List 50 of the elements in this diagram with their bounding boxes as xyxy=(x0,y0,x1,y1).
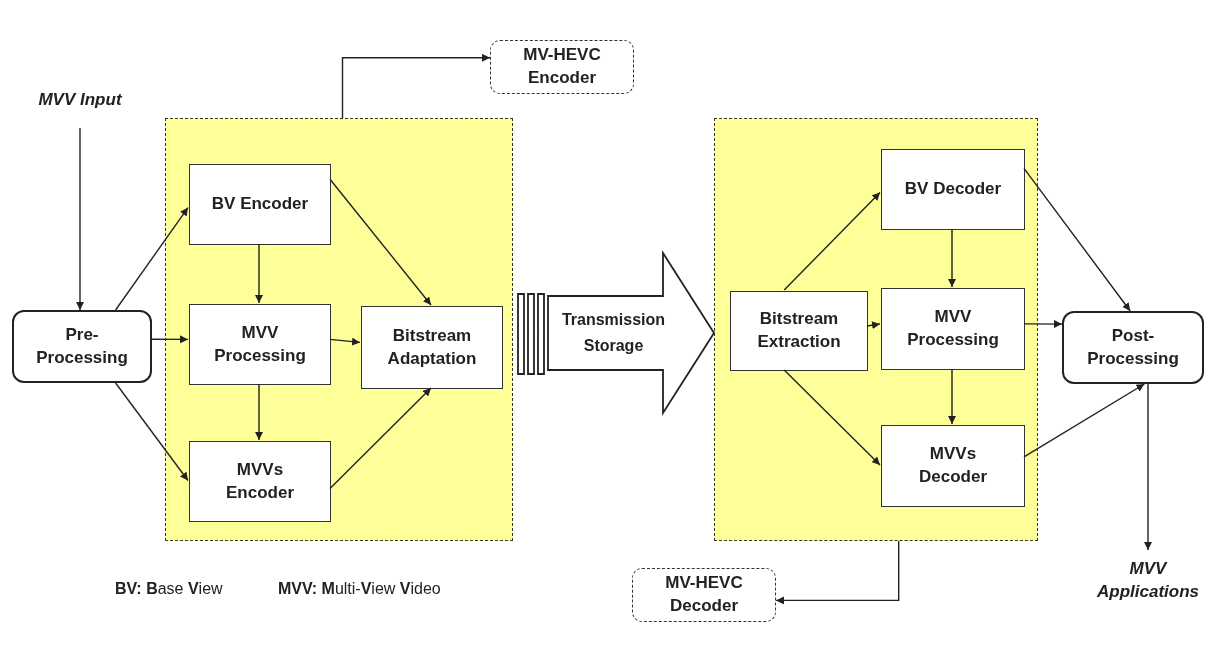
input-label: MVV Input xyxy=(38,72,122,128)
arrow xyxy=(114,382,189,482)
process-box xyxy=(881,149,1025,230)
arrow xyxy=(329,337,361,346)
arrow xyxy=(1023,320,1063,329)
output-label: MVV Applications xyxy=(1086,550,1210,612)
box-label: MVV Processing xyxy=(213,321,307,367)
box-label: BV Encoder xyxy=(210,193,310,216)
rounded-process-box xyxy=(12,310,152,383)
arrow xyxy=(151,335,189,344)
process-box xyxy=(881,288,1025,370)
arrow xyxy=(948,228,956,288)
box-label: MV-HEVC Encoder xyxy=(522,44,602,89)
box-label: MV-HEVC Decoder xyxy=(664,572,744,617)
arrow xyxy=(783,369,881,466)
abbreviation-note: MVV: Multi-View Video xyxy=(278,580,441,598)
box-label: Bitstream Extraction xyxy=(756,308,842,353)
arrow xyxy=(329,387,432,490)
box-label: Post- Processing xyxy=(1086,324,1180,370)
arrow xyxy=(866,321,881,330)
arrow xyxy=(1144,383,1152,551)
box-label: MVVs Decoder xyxy=(918,443,988,488)
process-box xyxy=(361,306,503,389)
process-box xyxy=(189,304,331,385)
arrow xyxy=(255,383,263,441)
arrow xyxy=(775,540,900,605)
dashed-rounded-box xyxy=(632,568,776,622)
rounded-process-box xyxy=(1062,311,1204,384)
dashed-rounded-box xyxy=(490,40,634,94)
process-box xyxy=(730,291,868,371)
arrow xyxy=(1023,383,1146,458)
box-label: Pre- Processing xyxy=(35,323,129,369)
process-box xyxy=(189,164,331,245)
dashed-group-panel xyxy=(714,118,1038,541)
arrow xyxy=(783,191,881,291)
dashed-group-panel xyxy=(165,118,513,541)
box-label: MVVs Encoder xyxy=(225,458,295,504)
arrow xyxy=(255,243,263,304)
arrow xyxy=(1023,167,1131,312)
arrow xyxy=(76,127,84,311)
box-label: BV Decoder xyxy=(903,178,1003,201)
arrow xyxy=(341,53,491,119)
arrow xyxy=(114,206,189,311)
abbreviation-note: BV: Base View xyxy=(115,580,223,598)
process-box xyxy=(881,425,1025,507)
arrow xyxy=(948,368,956,425)
box-label: Bitstream Adaptation xyxy=(386,324,478,370)
arrow xyxy=(329,178,432,306)
process-box xyxy=(189,441,331,522)
box-label: MVV Processing xyxy=(906,306,1000,351)
